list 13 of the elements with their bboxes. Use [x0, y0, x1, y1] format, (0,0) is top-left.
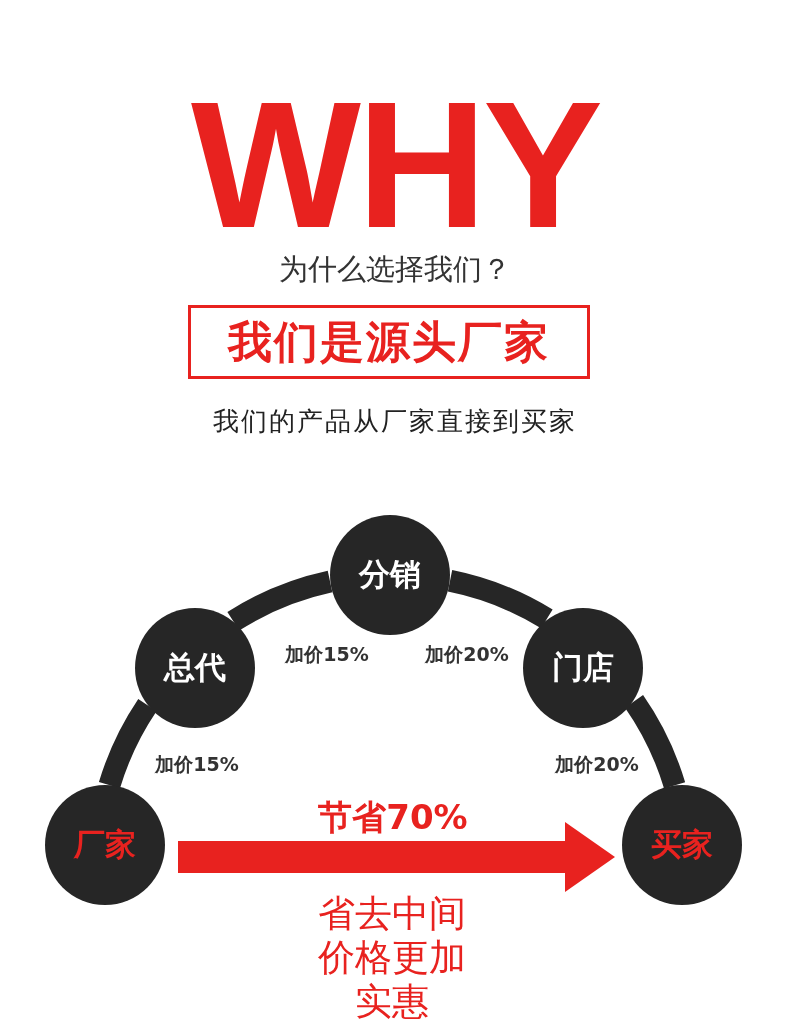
stage-circle: 总代	[135, 608, 255, 728]
stage-circle: 分销	[330, 515, 450, 635]
stage-circle: 厂家	[45, 785, 165, 905]
headline-box: 我们是源头厂家	[188, 305, 590, 379]
stage-circle: 门店	[523, 608, 643, 728]
connector-arc	[99, 699, 157, 789]
tagline: 我们的产品从厂家直接到买家	[212, 405, 578, 438]
stage-circle: 买家	[622, 785, 742, 905]
connector-arc	[227, 570, 333, 631]
connector-arc	[624, 695, 685, 789]
slogan: 省去中间价格更加实惠	[317, 892, 467, 1024]
arrow	[178, 822, 615, 892]
connector-arc	[447, 570, 553, 629]
